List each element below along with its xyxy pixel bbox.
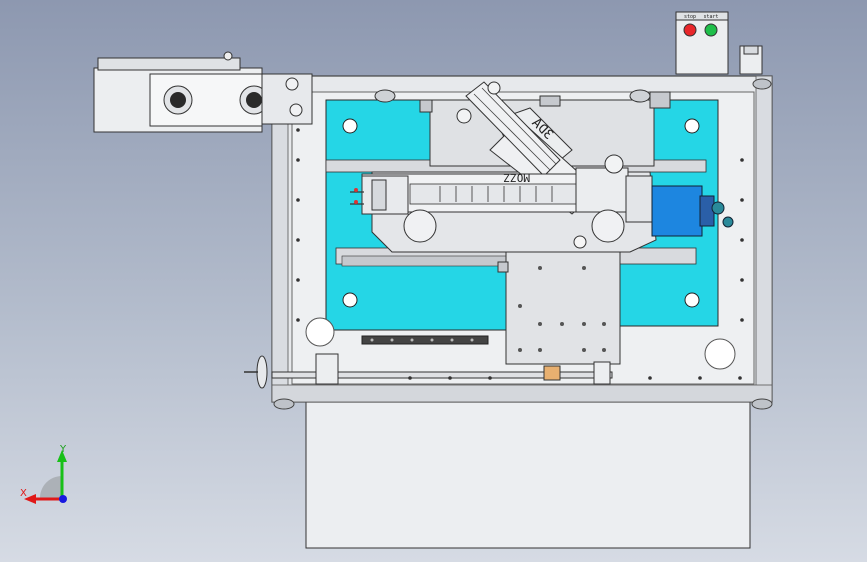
start-stop-box: stop start — [675, 11, 729, 75]
frame-bolts — [296, 128, 744, 380]
diagonal-shaft — [465, 81, 561, 177]
linear-guide-rail — [361, 335, 489, 345]
left-control-panel — [93, 51, 313, 133]
stop-button — [683, 23, 697, 37]
x-axis-label: X — [20, 488, 27, 499]
right-upright — [755, 75, 773, 403]
slide-block-bolts — [518, 266, 606, 352]
bottom-rail — [271, 384, 773, 403]
marking-mozz: MOZZ — [503, 171, 530, 184]
blue-motor — [651, 185, 703, 237]
lower-cabinet — [305, 397, 751, 549]
vertical-slide-block — [505, 251, 621, 365]
axis-triad: X Y — [20, 444, 67, 504]
stop-label: stop — [684, 14, 696, 20]
lead-screw — [271, 371, 613, 379]
left-upright — [271, 75, 289, 403]
start-label: start — [703, 14, 718, 20]
y-axis-label: Y — [59, 444, 67, 455]
start-button — [704, 23, 718, 37]
handwheel — [256, 355, 268, 389]
plate-holes — [342, 118, 700, 308]
